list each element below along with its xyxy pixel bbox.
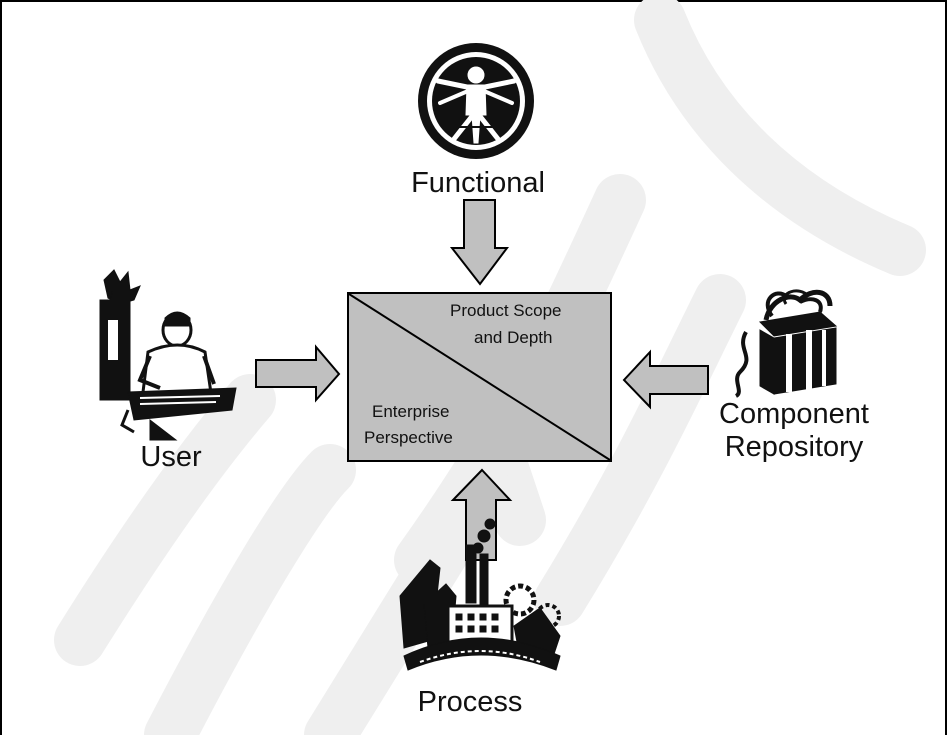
person-at-computer-icon [99, 269, 237, 441]
user-label: User [140, 441, 202, 473]
vitruvian-man-icon [418, 43, 534, 159]
component-repository-label-line1: Component [719, 398, 869, 430]
center-box-diagonal [348, 293, 611, 461]
component-repository-label-line2: Repository [724, 431, 864, 463]
enterprise-perspective-label-line1: Enterprise [372, 402, 450, 421]
arrow-from-user [255, 344, 341, 403]
process-label: Process [417, 686, 523, 718]
center-box [347, 292, 612, 462]
enterprise-perspective-label-line2: Perspective [364, 428, 453, 447]
functional-label: Functional [411, 167, 545, 199]
product-scope-label-line1: Product Scope [450, 301, 562, 320]
arrows [255, 199, 709, 561]
arrow-from-functional [449, 199, 509, 286]
product-scope-label-line2: and Depth [474, 328, 553, 347]
gift-box-icon [734, 289, 838, 398]
arrow-from-component [622, 349, 709, 410]
factory-icon [399, 518, 561, 671]
